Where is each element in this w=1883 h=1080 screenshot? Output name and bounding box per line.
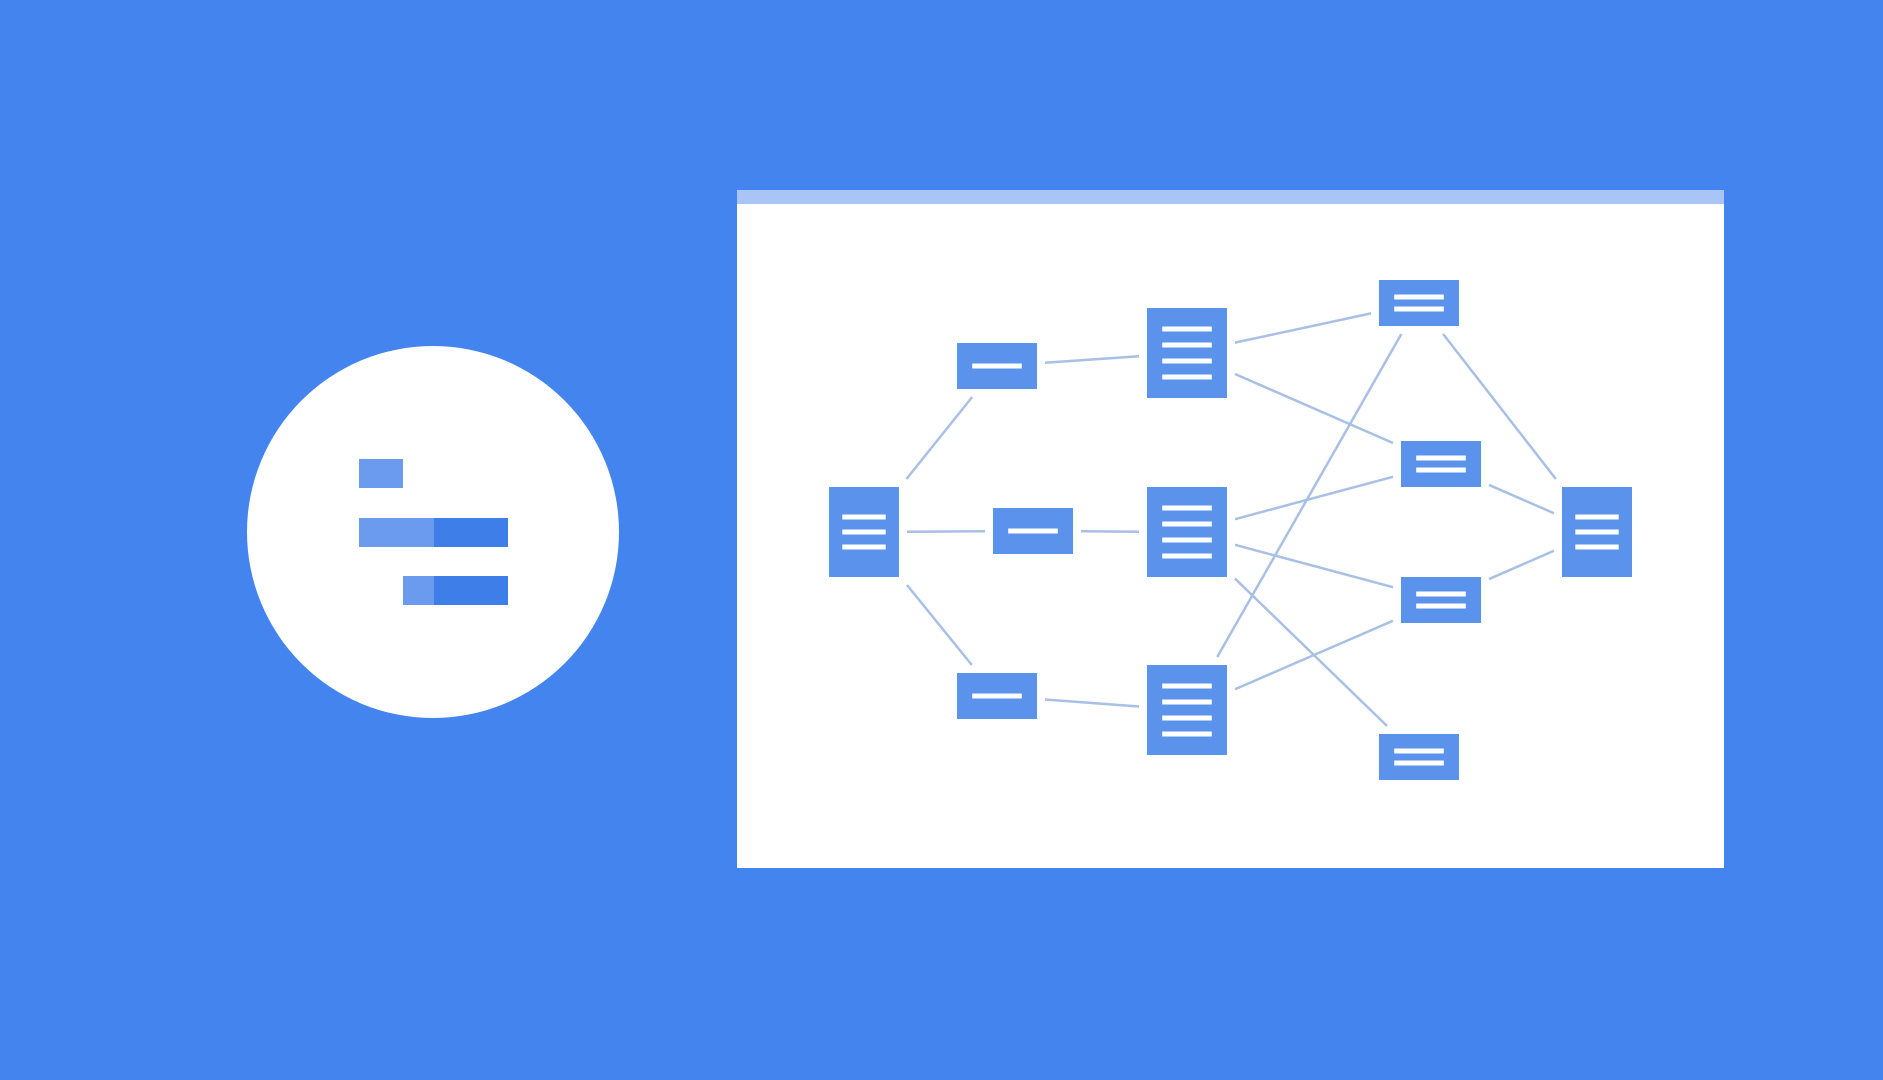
diagram-window (737, 190, 1724, 868)
graph-node (1147, 308, 1227, 398)
graph-node-line (1162, 358, 1212, 364)
graph-node-line (1162, 537, 1212, 543)
graph-edge (1044, 698, 1140, 708)
graph-node-line (1416, 455, 1466, 461)
graph-node-line (1394, 760, 1444, 766)
graph-node-line (842, 514, 886, 520)
graph-node-line (1162, 342, 1212, 348)
graph-node-box (1379, 734, 1459, 780)
graph-node-line (1394, 294, 1444, 300)
graph-edge (1488, 483, 1555, 515)
graph-node-line (1162, 731, 1212, 737)
logo-bar-middle-left (359, 518, 434, 547)
graph-edge (1442, 333, 1557, 480)
graph-node-line (1416, 467, 1466, 473)
graph-node-line (842, 529, 886, 535)
logo-bar-bottom-left (403, 576, 434, 605)
graph-node-line (1575, 514, 1619, 520)
logo-bar-bottom-right (434, 576, 508, 605)
graph-node (1401, 441, 1481, 487)
graph-node-line (1416, 603, 1466, 609)
graph-node-line (1575, 544, 1619, 550)
graph-node-box (1379, 280, 1459, 326)
graph-node-line (1394, 306, 1444, 312)
graph-edge (905, 396, 974, 480)
graph-node (1147, 665, 1227, 755)
graph-node-line (1162, 505, 1212, 511)
graph-node-box (1401, 441, 1481, 487)
graph-edge (1234, 475, 1394, 521)
graph-node-line (1162, 374, 1212, 380)
graph-node (829, 487, 899, 577)
graph-edge (1234, 543, 1394, 589)
window-title-bar (737, 190, 1724, 204)
graph-edge (1234, 619, 1394, 691)
logo-bar-top (359, 459, 403, 488)
graph-node (957, 673, 1037, 719)
graph-node (1147, 487, 1227, 577)
logo-bar-middle-right (434, 518, 508, 547)
graph-edges (905, 312, 1557, 727)
graph-node-line (1008, 528, 1058, 534)
graph-node-line (1162, 715, 1212, 721)
graph-node-box (1147, 308, 1227, 398)
graph-node-line (1162, 683, 1212, 689)
graph-node-line (1162, 326, 1212, 332)
graph-node-line (842, 544, 886, 550)
graph-edge (906, 584, 973, 666)
graph-edge (1488, 549, 1555, 581)
graph-node (1562, 487, 1632, 577)
graph-edge (1234, 577, 1388, 727)
graph-node-line (1416, 591, 1466, 597)
graph-node-line (1394, 748, 1444, 754)
graph-node-line (1575, 529, 1619, 535)
graph-edge (1234, 372, 1394, 445)
graph-node (1379, 734, 1459, 780)
graph-node-line (1162, 699, 1212, 705)
graph-node-line (1162, 553, 1212, 559)
graph-node-box (1147, 487, 1227, 577)
graph-node-box (1147, 665, 1227, 755)
graph-node (993, 508, 1073, 554)
graph-node-box (1401, 577, 1481, 623)
graph-edge (1216, 333, 1403, 658)
graph-node (1379, 280, 1459, 326)
graph-edge (1044, 355, 1140, 364)
logo-badge (247, 346, 619, 718)
graph-edge (1234, 312, 1372, 344)
graph-node (1401, 577, 1481, 623)
workflow-graph (829, 280, 1632, 780)
task-hierarchy-icon (359, 459, 508, 605)
graph-node-line (972, 693, 1022, 699)
graph-node-line (1162, 521, 1212, 527)
graph-node (957, 343, 1037, 389)
graph-node-line (972, 363, 1022, 369)
